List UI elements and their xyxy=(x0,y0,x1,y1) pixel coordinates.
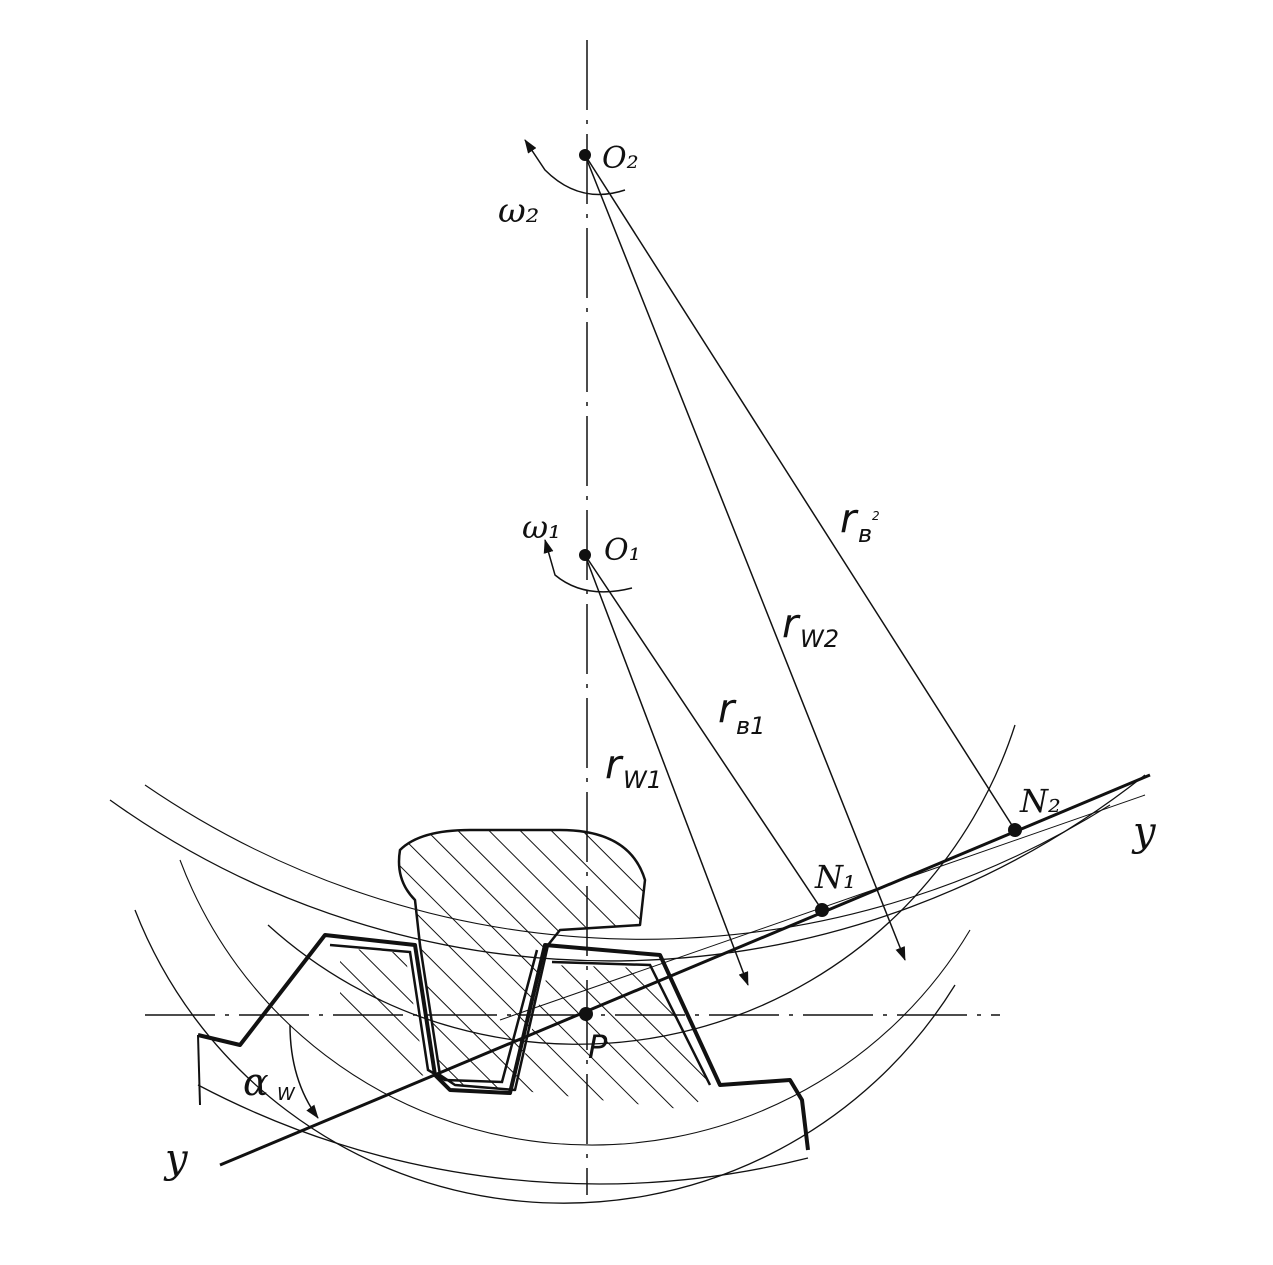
label-omega2: ω₂ xyxy=(498,191,539,231)
label-n2: N₂ xyxy=(1019,782,1061,820)
gear2-hatch-left xyxy=(340,948,425,1080)
gear1-addendum-circle xyxy=(179,859,971,1146)
label-rw1-main: r xyxy=(605,742,624,788)
label-rb2-main: r xyxy=(840,496,859,542)
point-o1 xyxy=(579,549,591,561)
omega2-arrow xyxy=(524,139,626,196)
label-rw2-main: r xyxy=(782,601,801,647)
gear1-pitch-circle xyxy=(134,909,956,1204)
gear2-dedendum-circle xyxy=(197,1084,809,1185)
label-rb2-sup: 2 xyxy=(872,509,880,523)
label-rw2-sub: W2 xyxy=(800,625,839,653)
point-n1 xyxy=(815,903,829,917)
gear2-left-edge xyxy=(197,1034,201,1106)
label-y-left: y xyxy=(163,1136,189,1182)
label-omega1: ω₁ xyxy=(522,508,561,546)
label-rb2-sub: в xyxy=(858,520,872,548)
gear2-outline xyxy=(197,933,810,1151)
line-of-action xyxy=(219,773,1151,1167)
gear2-pitch-circle xyxy=(109,774,1146,962)
label-y-right: y xyxy=(1131,809,1157,855)
gear2-tooth-right-profile xyxy=(551,960,712,1086)
label-p: P xyxy=(588,1028,608,1066)
omega1-arrow xyxy=(543,539,633,593)
label-n1: N₁ xyxy=(814,858,856,896)
label-alpha-main: α xyxy=(243,1060,269,1104)
label-rb1-sub: в1 xyxy=(736,712,765,740)
pressure-angle-arc xyxy=(289,1024,319,1119)
radius-rw2 xyxy=(584,154,906,961)
label-rw1-sub: W1 xyxy=(623,766,662,794)
label-o2: O₂ xyxy=(602,141,639,176)
radius-rb1 xyxy=(584,554,823,911)
point-n2 xyxy=(1008,823,1022,837)
radius-rw1 xyxy=(584,554,749,986)
gear2-base-circle xyxy=(144,784,1111,940)
label-alpha-sub: W xyxy=(277,1084,296,1105)
gear2-hatch-right xyxy=(515,965,712,1110)
label-o1: O₁ xyxy=(604,533,641,568)
radius-rb2 xyxy=(584,154,1016,831)
label-rb1-main: r xyxy=(718,686,737,732)
gear1-tooth xyxy=(397,828,647,1092)
point-p xyxy=(579,1007,593,1021)
point-o2 xyxy=(579,149,591,161)
